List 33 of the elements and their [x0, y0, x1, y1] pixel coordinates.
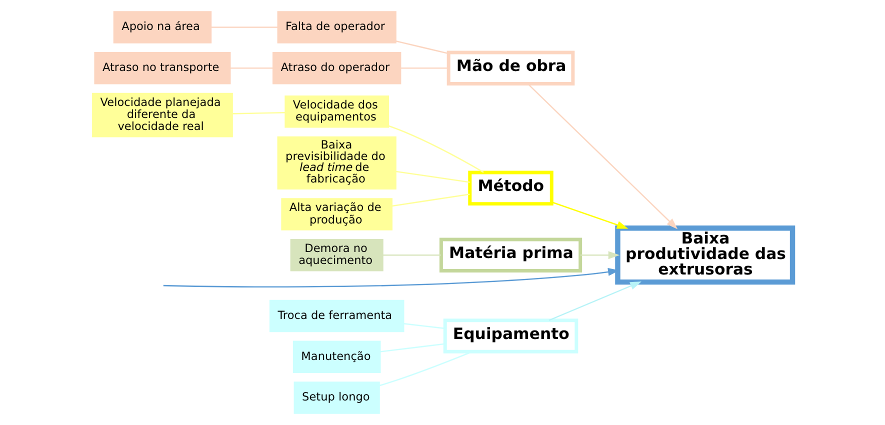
connector [388, 125, 484, 173]
node-box: Método [468, 170, 554, 206]
connector [396, 40, 449, 54]
node-box: Atraso no transporte [94, 52, 231, 84]
connector [380, 343, 445, 352]
node-box: Baixa previsibilidade do lead time de fabricação [277, 136, 396, 190]
node-box: Apoio na área [113, 11, 212, 44]
connector [392, 194, 470, 207]
arrow [552, 202, 628, 229]
connector [400, 68, 448, 69]
connector [404, 323, 446, 330]
connector [379, 351, 472, 386]
connector [232, 112, 286, 114]
node-box: Atraso do operador [272, 52, 402, 84]
node-box: Equipamento [443, 318, 578, 354]
node-box: Setup longo [294, 382, 380, 414]
arrow [528, 84, 678, 230]
connector [230, 68, 273, 69]
node-box: Demora no aquecimento [290, 239, 384, 272]
connector [211, 26, 278, 28]
arrow [580, 251, 620, 260]
connector [396, 170, 470, 183]
node-box: Matéria prima [439, 238, 582, 272]
node-box: Velocidade planejada diferente da velocidade real [92, 92, 233, 138]
connector [382, 254, 441, 256]
node-box: Alta variação de produção [281, 198, 392, 230]
node-box: Troca de ferramenta [269, 300, 404, 332]
node-box: Baixa produtividade das extrusoras [615, 226, 796, 285]
arrow [548, 281, 642, 321]
node-box: Falta de operador [277, 11, 396, 44]
node-box: Velocidade dos equipamentos [284, 96, 390, 128]
node-box: Mão de obra [446, 50, 575, 86]
node-box: Manutenção [292, 340, 381, 373]
